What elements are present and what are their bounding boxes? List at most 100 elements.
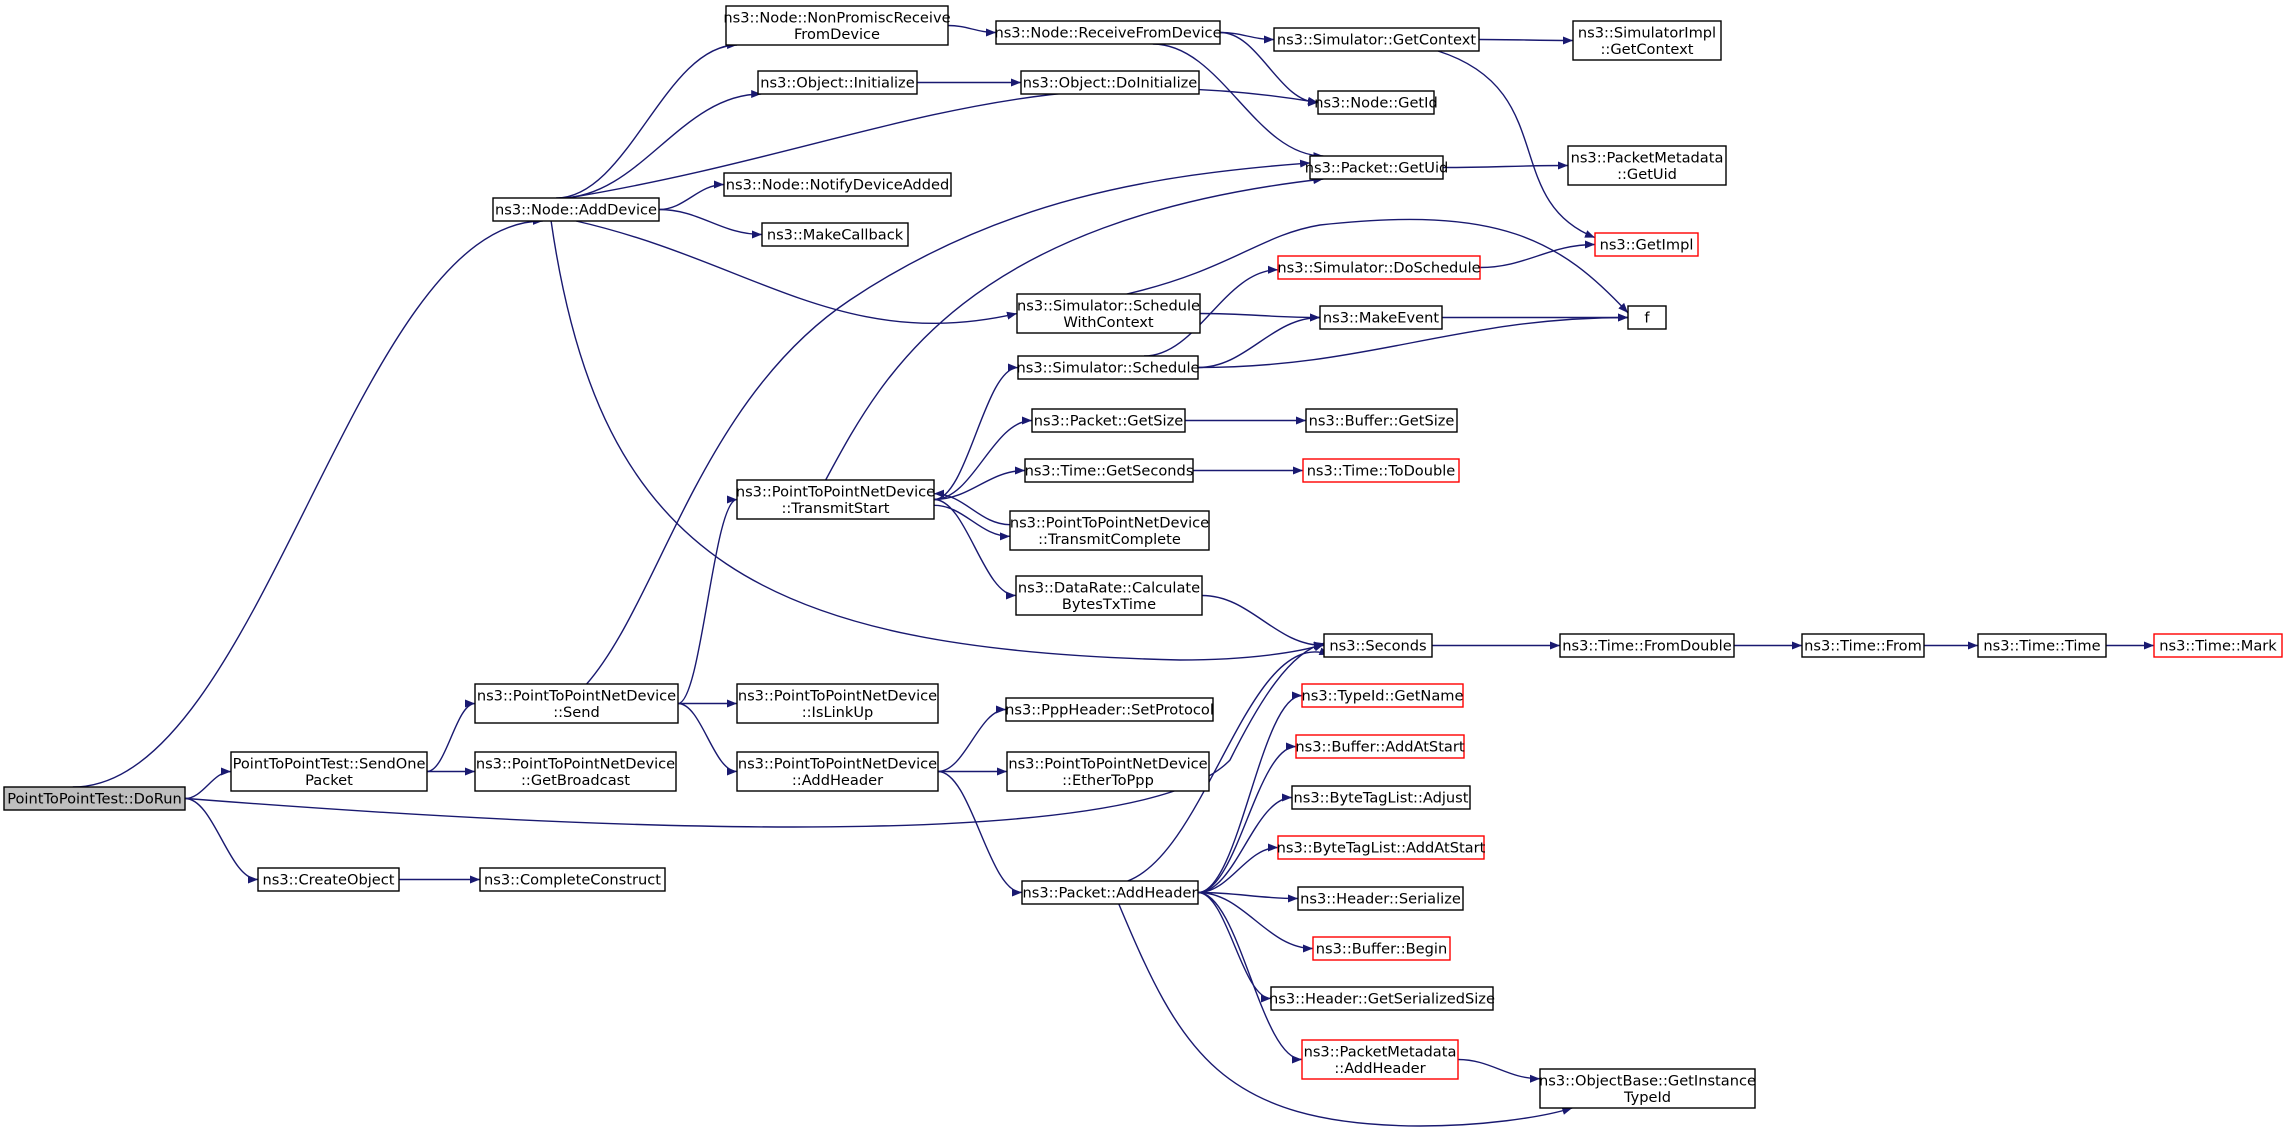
call-edge-packet_addheader-to-buffer_addatstart [1197, 742, 1297, 894]
function-node-completeconstruct[interactable]: ns3::CompleteConstruct [479, 867, 666, 892]
edge-line [933, 504, 1011, 541]
call-edge-p2p_send-to-p2p_transmitstart [677, 495, 738, 705]
function-node-packet-addheader[interactable]: ns3::Packet::AddHeader [1021, 880, 1199, 905]
call-edge-sim_doschedule-to-getimpl [1479, 240, 1596, 269]
function-node-buffer-addatstart[interactable]: ns3::Buffer::AddAtStart [1295, 734, 1465, 759]
function-node-receivefromdevice[interactable]: ns3::Node::ReceiveFromDevice [994, 20, 1222, 45]
node-box [1302, 458, 1460, 483]
function-node-simimpl-getcontext[interactable]: ns3::SimulatorImpl::GetContext [1572, 20, 1722, 61]
function-node-obj-doinitialize[interactable]: ns3::Object::DoInitialize [1020, 70, 1200, 95]
call-edge-receivefromdevice-to-node_getid [1219, 31, 1319, 107]
node-label: ns3::SimulatorImpl [1578, 24, 1716, 41]
function-node-packetmetadata-addheader[interactable]: ns3::PacketMetadata::AddHeader [1301, 1039, 1459, 1080]
function-node-getimpl[interactable]: ns3::GetImpl [1594, 232, 1699, 257]
function-node-p2p-transmitcomplete[interactable]: ns3::PointToPointNetDevice::TransmitComp… [1009, 510, 1210, 551]
edge-line [1126, 218, 1629, 314]
function-node-sim-getcontext[interactable]: ns3::Simulator::GetContext [1273, 27, 1480, 52]
function-node-dorun[interactable]: PointToPointTest::DoRun [3, 786, 186, 811]
node-label: ns3::Time::From [1804, 638, 1922, 655]
node-label: ns3::Header::GetSerializedSize [1269, 991, 1495, 1008]
call-edge-receivefromdevice-to-packet_getuid [1152, 43, 1324, 160]
edge-line [1197, 691, 1303, 894]
call-edge-sim_getcontext-to-getimpl [1437, 50, 1596, 239]
node-box [474, 683, 679, 724]
function-node-p2p-transmitstart[interactable]: ns3::PointToPointNetDevice::TransmitStar… [736, 479, 935, 520]
edge-line [677, 495, 738, 705]
node-label: ns3::Simulator::GetContext [1277, 32, 1476, 49]
node-box [1016, 293, 1201, 334]
function-node-obj-initialize[interactable]: ns3::Object::Initialize [757, 70, 918, 95]
edge-line [1152, 43, 1324, 160]
edge-line [575, 220, 1018, 325]
node-label: ns3::Node::NotifyDeviceAdded [726, 177, 949, 194]
edge-line [933, 363, 1019, 501]
node-label: ns3::PointToPointNetDevice [736, 483, 935, 500]
function-node-buffer-getsize[interactable]: ns3::Buffer::GetSize [1305, 408, 1458, 433]
function-node-p2p-send[interactable]: ns3::PointToPointNetDevice::Send [474, 683, 679, 724]
function-node-pppheader-setprotocol[interactable]: ns3::PppHeader::SetProtocol [1005, 697, 1214, 722]
function-node-makecallback[interactable]: ns3::MakeCallback [761, 222, 909, 247]
function-node-header-getserializedsize[interactable]: ns3::Header::GetSerializedSize [1269, 986, 1495, 1011]
function-node-sim-doschedule[interactable]: ns3::Simulator::DoSchedule [1277, 255, 1481, 280]
node-label: ns3::ByteTagList::Adjust [1294, 790, 1469, 807]
function-node-time-mark[interactable]: ns3::Time::Mark [2153, 633, 2283, 658]
function-node-packet-getuid[interactable]: ns3::Packet::GetUid [1305, 155, 1449, 180]
node-box [1291, 785, 1471, 810]
node-box [736, 479, 935, 520]
call-edge-packet_addheader-to-objectbase_getinstancetypeid [1118, 903, 1573, 1127]
edge-line [658, 208, 763, 239]
function-node-bytetaglist-adjust[interactable]: ns3::ByteTagList::Adjust [1291, 785, 1471, 810]
function-node-time-getseconds[interactable]: ns3::Time::GetSeconds [1024, 458, 1194, 483]
node-box [723, 172, 952, 197]
function-node-p2p-addheader[interactable]: ns3::PointToPointNetDevice::AddHeader [736, 751, 939, 792]
function-node-createobject[interactable]: ns3::CreateObject [257, 867, 400, 892]
function-node-p2p-islinkup[interactable]: ns3::PointToPointNetDevice::IsLinkUp [736, 683, 939, 724]
function-node-seconds[interactable]: ns3::Seconds [1323, 633, 1433, 658]
node-label: ns3::MakeEvent [1323, 310, 1440, 327]
node-box [1009, 510, 1210, 551]
call-edge-sim_getcontext-to-simimpl_getcontext [1478, 36, 1574, 45]
edge-line [556, 41, 738, 199]
call-edge-p2p_transmitstart-to-p2p_transmitcomplete [933, 504, 1011, 541]
call-edge-p2p_send-to-packet_getuid [586, 159, 1311, 685]
function-node-time-from[interactable]: ns3::Time::From [1801, 633, 1925, 658]
function-node-typeid-getname[interactable]: ns3::TypeId::GetName [1301, 683, 1464, 708]
call-edge-packetmetadata_addheader-to-objectbase_getinstancetypeid [1457, 1058, 1541, 1083]
function-node-header-serialize[interactable]: ns3::Header::Serialize [1297, 886, 1464, 911]
node-box [1559, 633, 1735, 658]
function-node-time-fromdouble[interactable]: ns3::Time::FromDouble [1559, 633, 1735, 658]
function-node-buffer-begin[interactable]: ns3::Buffer::Begin [1312, 936, 1451, 961]
edge-line [1199, 312, 1321, 322]
function-node-node-getid[interactable]: ns3::Node::GetId [1314, 90, 1438, 115]
function-node-node-adddevice[interactable]: ns3::Node::AddDevice [492, 197, 660, 222]
node-box [1020, 70, 1200, 95]
function-node-time-todouble[interactable]: ns3::Time::ToDouble [1302, 458, 1460, 483]
node-label: ns3::Packet::GetUid [1305, 160, 1449, 177]
node-box [1539, 1068, 1756, 1109]
function-node-time-time[interactable]: ns3::Time::Time [1977, 633, 2107, 658]
edge-line [933, 498, 1017, 600]
node-label: ns3::Seconds [1329, 638, 1426, 655]
node-label: ns3::Time::ToDouble [1307, 463, 1456, 480]
function-node-packetmetadata-getuid[interactable]: ns3::PacketMetadata::GetUid [1567, 145, 1727, 186]
node-box [1024, 458, 1194, 483]
node-box [230, 751, 428, 792]
node-label: ::GetContext [1600, 41, 1693, 58]
node-label: ns3::ByteTagList::AddAtStart [1277, 840, 1486, 857]
function-node-notifydeviceadded[interactable]: ns3::Node::NotifyDeviceAdded [723, 172, 952, 197]
function-node-p2p-getbroadcast[interactable]: ns3::PointToPointNetDevice::GetBroadcast [474, 751, 677, 792]
edge-line [1197, 891, 1272, 1003]
function-node-sim-schedule[interactable]: ns3::Simulator::Schedule [1016, 355, 1200, 380]
function-node-makeevent[interactable]: ns3::MakeEvent [1319, 305, 1443, 330]
function-node-p2p-ethertoppp[interactable]: ns3::PointToPointNetDevice::EtherToPpp [1006, 751, 1210, 792]
function-node-bytetaglist-addatstart[interactable]: ns3::ByteTagList::AddAtStart [1277, 835, 1486, 860]
edge-line [1197, 313, 1629, 369]
function-node-f[interactable]: f [1627, 305, 1667, 330]
call-edge-sim_schedule-to-f [1197, 313, 1629, 369]
function-node-packet-getsize[interactable]: ns3::Packet::GetSize [1031, 408, 1186, 433]
